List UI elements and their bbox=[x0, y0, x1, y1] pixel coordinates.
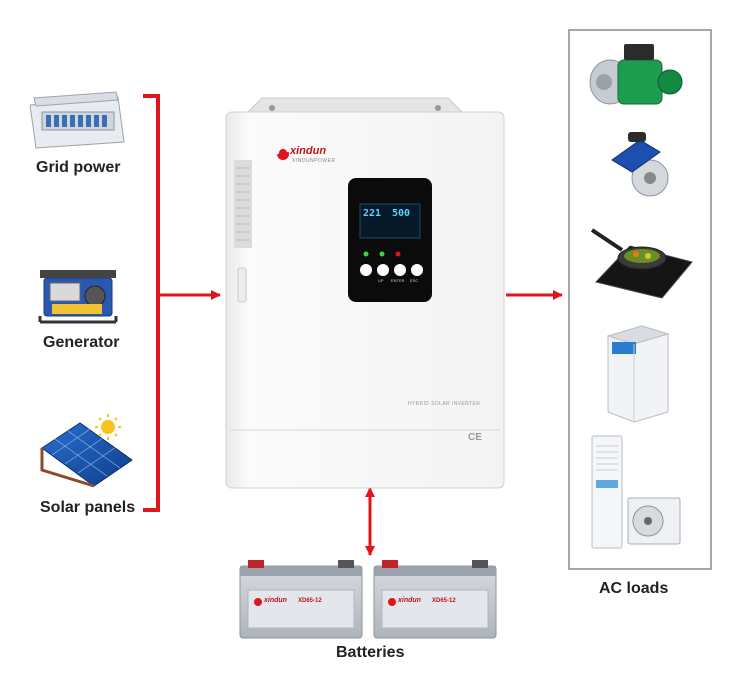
inverter-brand-logo: xindun bbox=[290, 145, 327, 157]
marble-cutter-icon bbox=[611, 132, 669, 197]
inverter-esc-button-label: ESC bbox=[410, 278, 419, 283]
inverter-model-text: HYBRID SOLAR INVERTER bbox=[408, 401, 481, 407]
batteries-label: Batteries bbox=[336, 644, 405, 661]
lcd-right-value: 500 bbox=[392, 208, 411, 219]
battery-right bbox=[373, 560, 497, 639]
inverter-brand-subtitle: XINDUNPOWER bbox=[292, 158, 336, 164]
solar-panel-icon bbox=[40, 414, 133, 488]
ac-loads-box bbox=[568, 29, 712, 570]
inverter-unit bbox=[225, 97, 505, 489]
ce-mark: CE bbox=[468, 432, 482, 443]
inverter-up-button-label: UP bbox=[378, 278, 384, 283]
battery-right-brand: xindun bbox=[398, 597, 421, 604]
solar-panels-label: Solar panels bbox=[40, 499, 136, 516]
induction-cooker-icon bbox=[590, 228, 693, 299]
water-pump-icon bbox=[589, 44, 683, 105]
battery-right-model: XD65-12 bbox=[432, 598, 456, 604]
breaker-box-icon bbox=[29, 91, 125, 149]
lcd-left-value: 221 bbox=[363, 208, 382, 219]
washing-machine-icon bbox=[606, 325, 670, 423]
generator-label: Generator bbox=[43, 334, 120, 351]
inverter-enter-button-label: ENTER bbox=[391, 278, 405, 283]
battery-left bbox=[239, 560, 363, 639]
grid-power-label: Grid power bbox=[36, 159, 121, 176]
ac-loads-label: AC loads bbox=[599, 580, 669, 597]
generator-icon bbox=[38, 270, 118, 324]
battery-left-model: XD65-12 bbox=[298, 598, 322, 604]
battery-left-brand: xindun bbox=[264, 597, 287, 604]
air-conditioner-icon bbox=[591, 435, 681, 549]
source-bracket bbox=[143, 94, 221, 512]
